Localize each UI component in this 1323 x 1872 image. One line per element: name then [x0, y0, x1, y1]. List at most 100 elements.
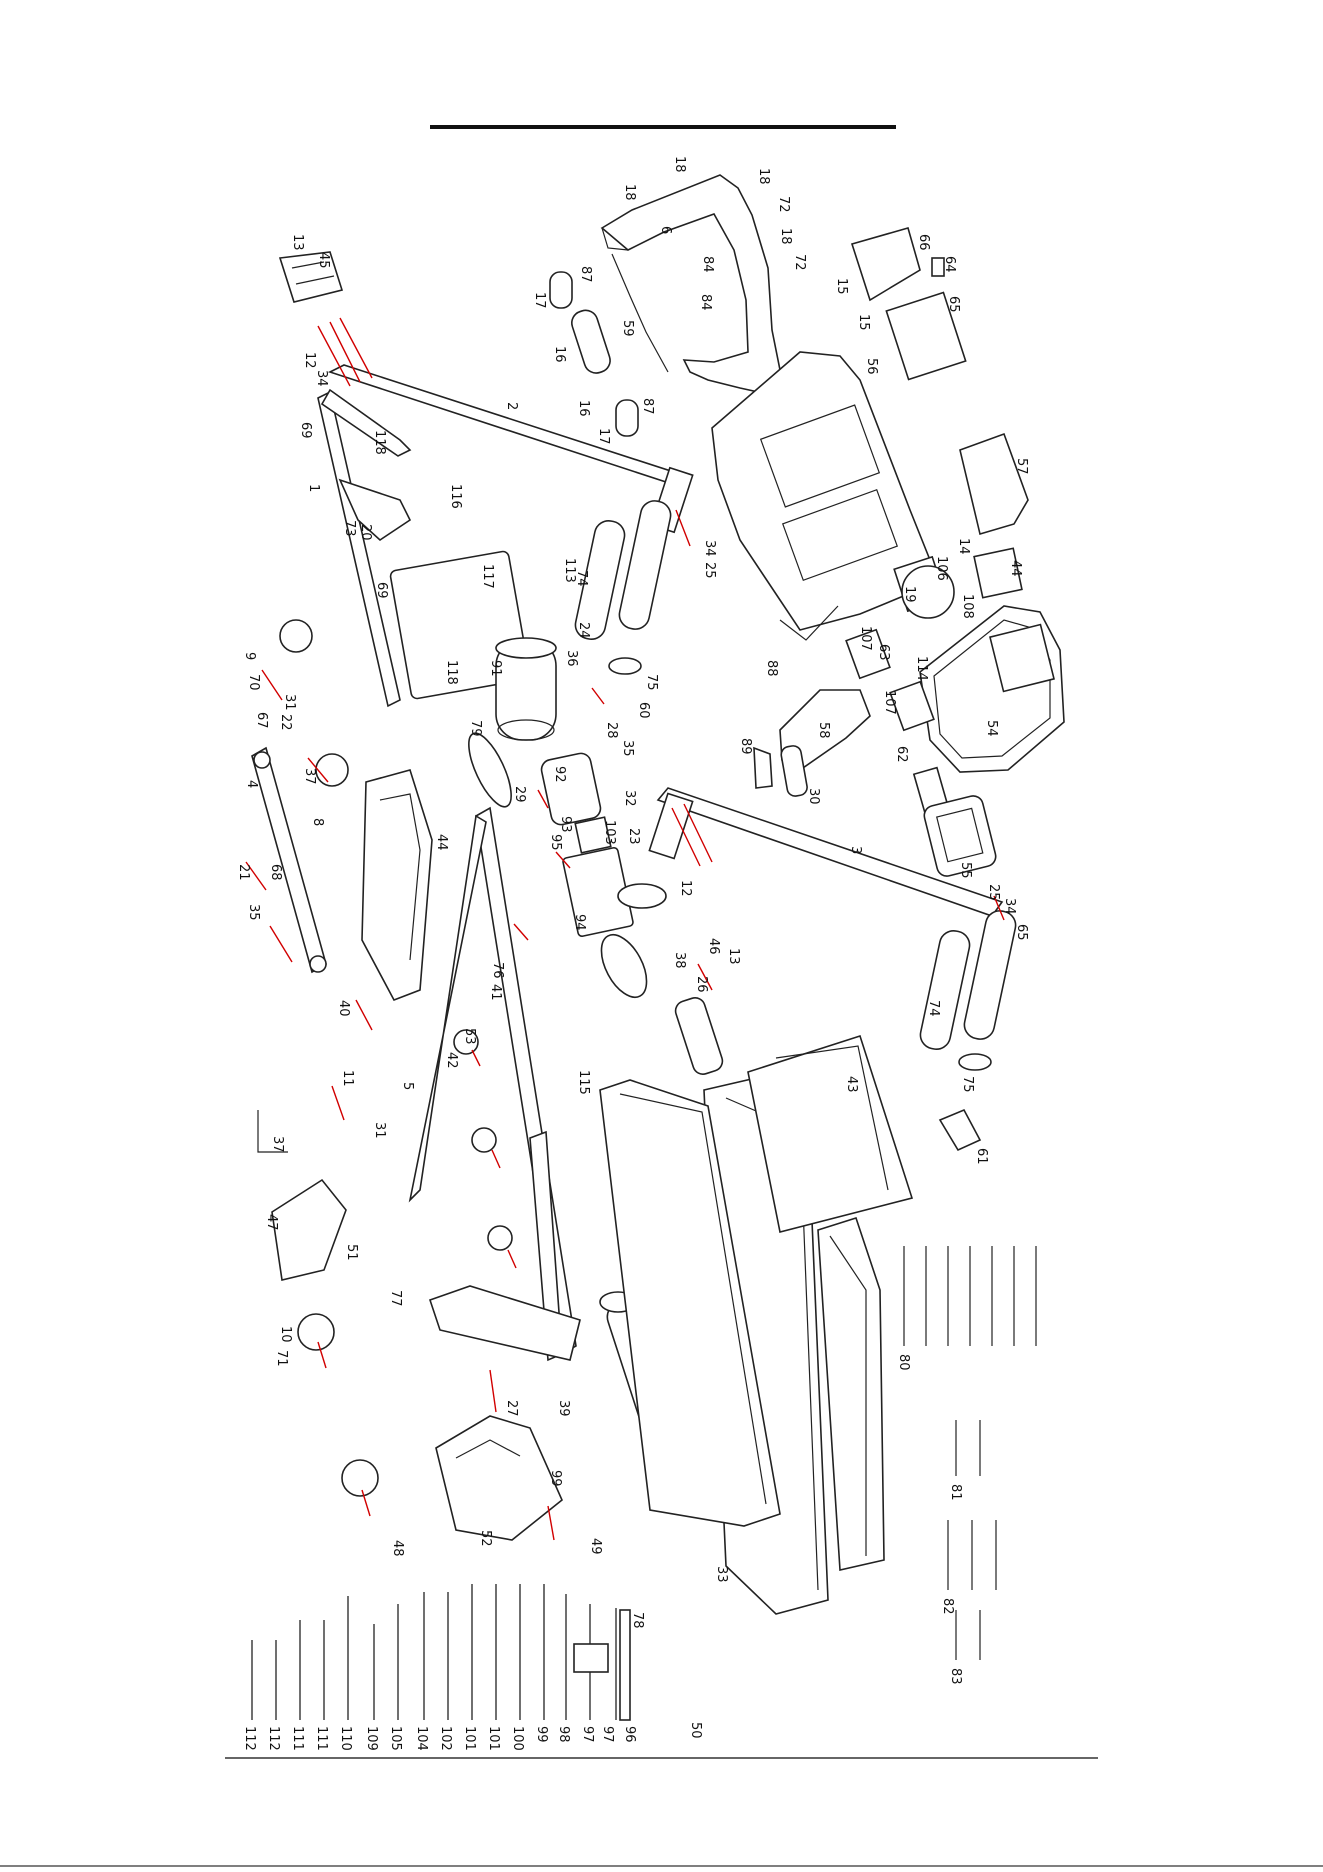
callout-c142: 97: [600, 1726, 615, 1743]
callout-c58: 54: [984, 720, 999, 737]
callout-c55: 88: [764, 660, 779, 677]
callout-c56: 58: [816, 722, 831, 739]
callout-c47: 114: [914, 656, 929, 681]
callout-c135: 102: [438, 1726, 453, 1751]
rear-end-caps: [271, 1178, 563, 1541]
callout-c103: 43: [844, 1076, 859, 1093]
callout-c117: 48: [390, 1540, 405, 1557]
callout-c114: 77: [388, 1290, 403, 1307]
callout-c28: 1: [306, 484, 321, 492]
callout-c29: 113: [562, 558, 577, 583]
callout-c53: 75: [644, 674, 659, 691]
callout-c130: 111: [314, 1726, 329, 1751]
callout-c1: 18: [672, 156, 687, 173]
callout-c99: 31: [372, 1122, 387, 1139]
callout-c66: 92: [552, 766, 567, 783]
callout-c44: 19: [902, 586, 917, 603]
callout-c23: 118: [372, 430, 387, 455]
callout-c59: 89: [738, 738, 753, 755]
callout-c15: 16: [552, 346, 567, 363]
callout-c26: 73: [342, 520, 357, 537]
callout-c78: 34: [1002, 898, 1017, 915]
callout-c60: 30: [806, 788, 821, 805]
callout-c96: 94: [572, 914, 587, 931]
callout-c120: 78: [630, 1612, 645, 1629]
callout-c32: 25: [702, 562, 717, 579]
callout-c140: 98: [556, 1726, 571, 1743]
callout-c101: 42: [444, 1052, 459, 1069]
upright-tubes-left: [574, 500, 672, 675]
callout-c49: 118: [444, 660, 459, 685]
callout-c11: 87: [640, 398, 655, 415]
callout-c116: 99: [548, 1470, 563, 1487]
callout-c19: 12: [302, 352, 317, 369]
callout-c106: 61: [974, 1148, 989, 1165]
callout-c119: 49: [588, 1538, 603, 1555]
hardware-accents: [245, 317, 1005, 1541]
side-rails: [599, 1079, 781, 1527]
console-shell: [711, 351, 931, 641]
callout-c121: 50: [688, 1722, 703, 1739]
callout-c92: 76: [490, 962, 505, 979]
callout-c20: 34: [314, 370, 329, 387]
callout-c7: 84: [700, 256, 715, 273]
callout-c9: 6: [658, 226, 673, 234]
callout-c113: 71: [274, 1350, 289, 1367]
callout-c63: 79: [468, 720, 483, 737]
callout-c34: 66: [916, 234, 931, 251]
drive-motor: [468, 637, 557, 808]
title-bar: [430, 125, 896, 129]
callout-c41: 44: [1008, 560, 1023, 577]
callout-c128: 112: [266, 1726, 281, 1751]
callout-c40: 14: [956, 538, 971, 555]
callout-c22: 69: [298, 422, 313, 439]
incline-bracket: [251, 746, 327, 974]
callout-c90: 35: [246, 904, 261, 921]
callout-c21: 2: [504, 402, 519, 410]
callout-c30: 74: [574, 570, 589, 587]
motor-tray: [361, 769, 433, 1002]
callout-c33: 56: [864, 358, 879, 375]
callout-c51: 24: [576, 622, 591, 639]
callout-c27: 69: [374, 582, 389, 599]
callout-c6: 72: [792, 254, 807, 271]
callout-c104: 74: [926, 1000, 941, 1017]
callout-c82: 31: [282, 694, 297, 711]
callout-c35: 64: [942, 256, 957, 273]
callout-c65: 35: [620, 740, 635, 757]
callout-c143: 96: [622, 1726, 637, 1743]
callout-c2: 18: [622, 184, 637, 201]
callout-c91: 44: [434, 834, 449, 851]
hardware-bolts: [903, 1246, 1037, 1660]
callout-c85: 4: [244, 780, 259, 788]
callout-c134: 104: [414, 1726, 429, 1751]
console-top-parts: [850, 227, 1029, 536]
callout-c95: 26: [694, 976, 709, 993]
callout-c61: 62: [894, 746, 909, 763]
callout-c37: 15: [834, 278, 849, 295]
console-side-arm: [753, 689, 871, 797]
callout-c112: 10: [278, 1326, 293, 1343]
callout-c125: 82: [940, 1598, 955, 1615]
callout-c8: 84: [698, 294, 713, 311]
callout-c88: 21: [236, 864, 251, 881]
callout-c118: 52: [478, 1530, 493, 1547]
callout-c133: 105: [388, 1726, 403, 1751]
callout-c12: 17: [532, 292, 547, 309]
callout-c102: 115: [576, 1070, 591, 1095]
callout-c5: 18: [778, 228, 793, 245]
callout-c39: 57: [1014, 458, 1029, 475]
callout-c84: 67: [254, 712, 269, 729]
callout-labels: 18 18 18 72 18 72 84 84 6 87 87 17 17 59…: [236, 156, 1029, 1751]
callout-c137: 101: [486, 1726, 501, 1751]
callout-c4: 72: [776, 196, 791, 213]
callout-c38: 15: [856, 314, 871, 331]
callout-c57: 107: [882, 690, 897, 715]
corner-bracket-symbol: [257, 1110, 288, 1153]
callout-c43: 106: [934, 556, 949, 581]
callout-c89: 68: [268, 864, 283, 881]
callout-c126: 83: [948, 1668, 963, 1685]
callout-c132: 109: [364, 1726, 379, 1751]
left-upright: [278, 251, 694, 534]
